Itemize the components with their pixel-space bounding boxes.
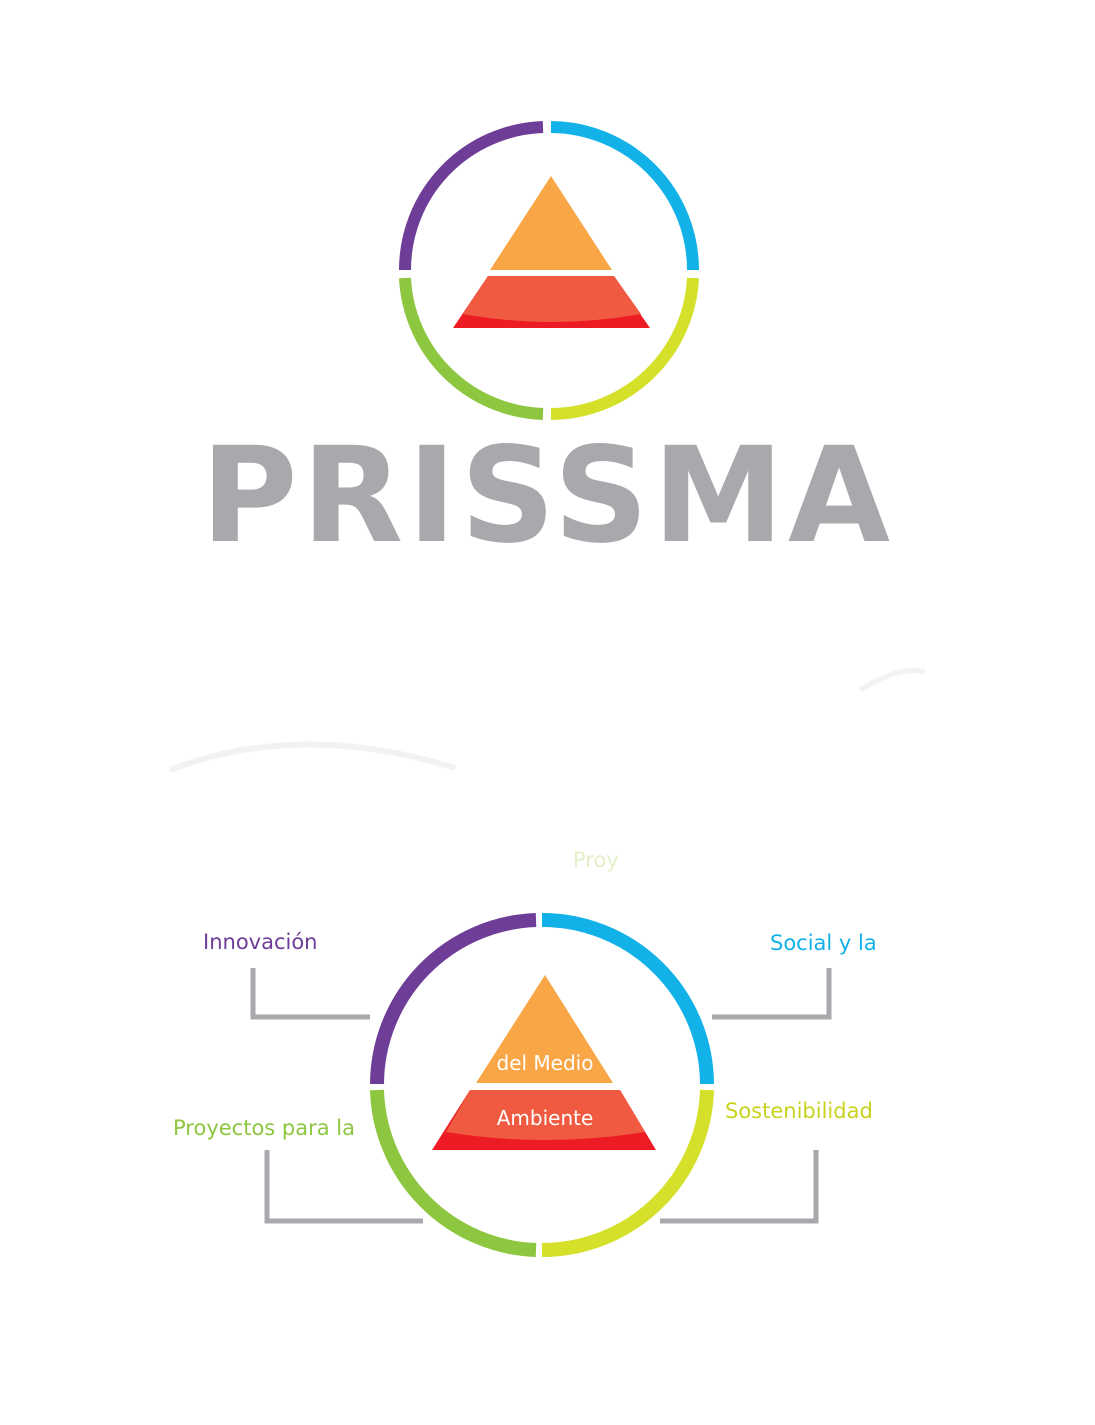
logo-pyramid-highlight [463,276,641,322]
connector-social [712,968,832,1020]
diagram-ring-lime-arc [541,1089,714,1257]
label-sostenibilidad: Sostenibilidad [725,1099,873,1123]
diagram-ring-green-arc [370,1089,537,1257]
label-top-fragment: Proy [573,848,619,872]
prissma-wordmark: PRISSMA [200,419,895,573]
diagram-ring-purple-arc [370,913,537,1085]
label-proyectos: Proyectos para la [173,1116,355,1140]
diagram-pyramid-top [476,975,613,1083]
diagram-ring-blue-arc [541,913,714,1085]
connector-sostenibilidad [660,1150,819,1224]
logo-ring-lime-arc [550,277,699,420]
connector-innovacion [250,968,370,1020]
diagram-pyramid-highlight [446,1090,645,1140]
label-innovacion: Innovación [203,930,318,954]
logo-ring-blue-arc [550,121,699,271]
logo-ring-green-arc [399,277,544,420]
pyramid-text-bottom: Ambiente [496,1106,594,1130]
pyramid-text-top: del Medio [496,1051,594,1075]
logo-ring-purple-arc [399,121,544,271]
logo-pyramid-top [490,176,612,270]
label-social: Social y la [770,931,877,955]
prissma-logo-emblem [399,121,699,420]
connector-proyectos [264,1150,423,1224]
faint-ghost-marks [168,667,926,773]
